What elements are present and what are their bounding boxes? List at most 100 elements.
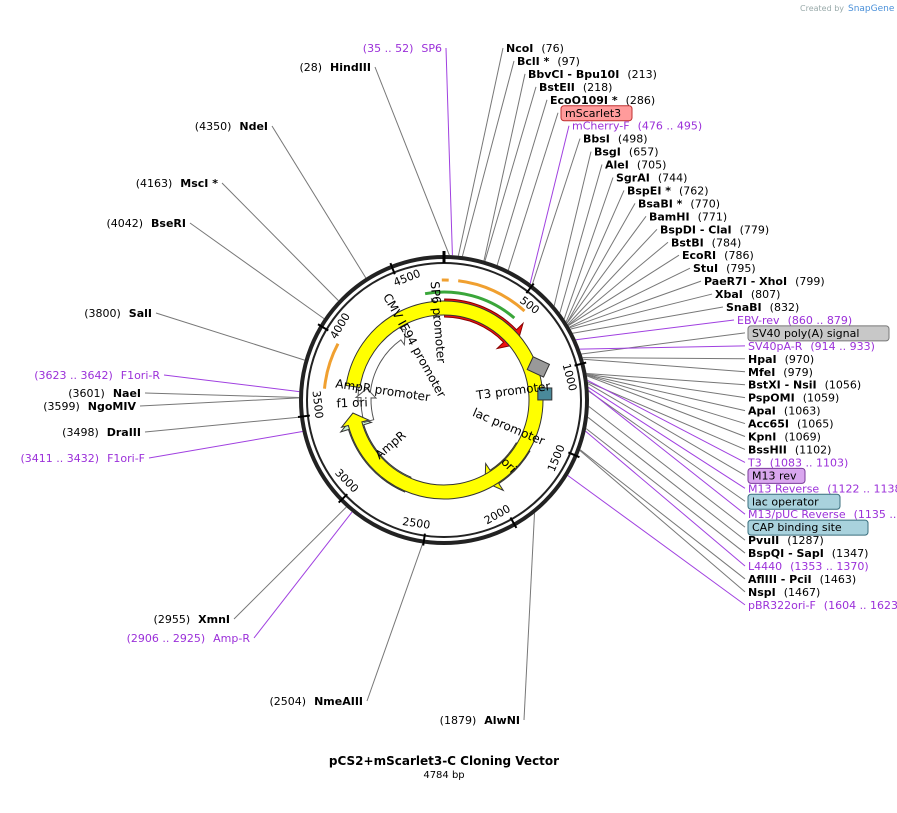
enzyme-label: HpaI(970) xyxy=(748,353,814,366)
f1-ori-feature xyxy=(340,300,544,500)
site-position: (218) xyxy=(583,81,613,94)
leader-line xyxy=(445,47,453,256)
leader-line xyxy=(569,280,702,329)
leader-line xyxy=(572,306,724,334)
site-position: (213) xyxy=(627,68,657,81)
annotation-arc xyxy=(458,279,526,313)
site-position: (762) xyxy=(679,184,709,197)
site-position: (498) xyxy=(618,133,648,146)
site-name: Acc65I xyxy=(748,418,789,431)
enzyme-label: (4042)BseRI xyxy=(106,217,186,230)
leader-line xyxy=(483,73,526,261)
site-position: (3498) xyxy=(62,426,99,439)
leader-line xyxy=(579,449,746,580)
leader-line xyxy=(575,319,735,341)
enzyme-label: KpnI(1069) xyxy=(748,431,821,444)
leader-line xyxy=(566,203,636,324)
site-name: BstEII xyxy=(539,81,575,94)
leader-line xyxy=(586,373,746,399)
leader-line xyxy=(253,511,353,639)
leader-line xyxy=(586,375,746,437)
site-position: (657) xyxy=(629,146,659,159)
feature-tag xyxy=(747,493,841,510)
site-name: SnaBI xyxy=(726,301,762,314)
feature-tag xyxy=(747,467,806,484)
credit-prefix: Created by xyxy=(800,4,844,13)
site-position: (1069) xyxy=(784,431,821,444)
leader-line xyxy=(567,241,669,326)
enzyme-label: BssHII(1102) xyxy=(748,443,831,456)
site-position: (786) xyxy=(724,249,754,262)
site-name: AlwNI xyxy=(484,714,520,727)
primer-label: (3411 .. 3432)F1ori-F xyxy=(21,452,146,465)
enzyme-label: EcoRI (786) xyxy=(682,249,754,262)
site-name: BbsI xyxy=(583,133,610,146)
enzyme-label: BspEI *(762) xyxy=(627,184,709,197)
leader-line xyxy=(144,416,301,433)
leader-line xyxy=(570,293,713,330)
ampr-promoter-feature xyxy=(354,387,378,424)
leader-line xyxy=(588,406,746,528)
leader-line xyxy=(566,216,647,324)
leader-line xyxy=(588,390,746,515)
site-name: BsaBI * xyxy=(638,197,683,210)
site-name: BstXI - NsiI xyxy=(748,379,817,392)
site-position: (286) xyxy=(626,94,656,107)
enzyme-label: (28)HindIII xyxy=(299,61,371,74)
tick-label: 2500 xyxy=(401,515,431,532)
site-name: EcoRI xyxy=(682,249,716,262)
site-name: BssHII xyxy=(748,443,787,456)
site-position: (3599) xyxy=(43,400,80,413)
primer-label: pBR322ori-F(1604 .. 1623) xyxy=(748,599,897,612)
enzyme-label: AflIII - PciI(1463) xyxy=(748,573,856,586)
site-position: (771) xyxy=(698,210,728,223)
site-position: (860 .. 879) xyxy=(788,314,853,327)
enzyme-label: NspI(1467) xyxy=(748,586,820,599)
leader-line xyxy=(569,267,691,328)
site-name: PaeR7I - XhoI xyxy=(704,275,787,288)
leader-line xyxy=(588,390,746,502)
leader-line xyxy=(559,164,603,313)
leader-line xyxy=(531,138,581,286)
site-name: SV40pA-R xyxy=(748,340,803,353)
enzyme-label: BbvCI - Bpu10I(213) xyxy=(528,68,657,81)
site-position: (784) xyxy=(712,236,742,249)
site-position: (76) xyxy=(541,42,564,55)
site-position: (705) xyxy=(637,159,667,172)
site-name: PvuII xyxy=(748,534,779,547)
enzyme-label: (3599) NgoMIV xyxy=(43,400,136,413)
tick-mark xyxy=(567,451,580,459)
feature-tag-label: SV40 poly(A) signal xyxy=(752,327,859,340)
primer-label: M13 Reverse(1122 .. 1138) xyxy=(748,482,897,495)
site-position: (4350) xyxy=(195,120,232,133)
leader-line xyxy=(581,332,746,355)
feature-tag-label: mScarlet3 xyxy=(565,107,621,120)
leader-line xyxy=(155,312,305,361)
site-position: (770) xyxy=(690,197,720,210)
site-position: (1347) xyxy=(832,547,869,560)
site-position: (832) xyxy=(770,301,800,314)
primer-label: (2906 .. 2925)Amp-R xyxy=(127,632,251,645)
feature-tag xyxy=(747,325,890,342)
enzyme-label: (3800)SalI xyxy=(84,307,152,320)
primer-label: L4440(1353 .. 1370) xyxy=(748,560,869,573)
leader-line xyxy=(144,392,300,398)
sv40-polya-feature xyxy=(526,356,551,378)
site-name: Amp-R xyxy=(213,632,250,645)
leader-line xyxy=(587,416,746,541)
feature-tag-label: CAP binding site xyxy=(752,521,842,534)
tick-label: 500 xyxy=(517,294,542,317)
site-name: StuI xyxy=(693,262,718,275)
site-name: BamHI xyxy=(649,210,690,223)
enzyme-label: BbsI (498) xyxy=(583,133,648,146)
primer-label: M13/pUC Reverse(1135 .. 1157) xyxy=(748,508,897,521)
site-name: BstBI xyxy=(671,236,704,249)
site-name: DraIII xyxy=(107,426,141,439)
leader-line xyxy=(583,358,746,373)
leader-line xyxy=(553,151,592,306)
label-leaders xyxy=(139,47,746,721)
site-name: pBR322ori-F xyxy=(748,599,816,612)
site-position: (1879) xyxy=(440,714,477,727)
site-position: (1065) xyxy=(797,418,834,431)
site-name: NgoMIV xyxy=(88,400,137,413)
